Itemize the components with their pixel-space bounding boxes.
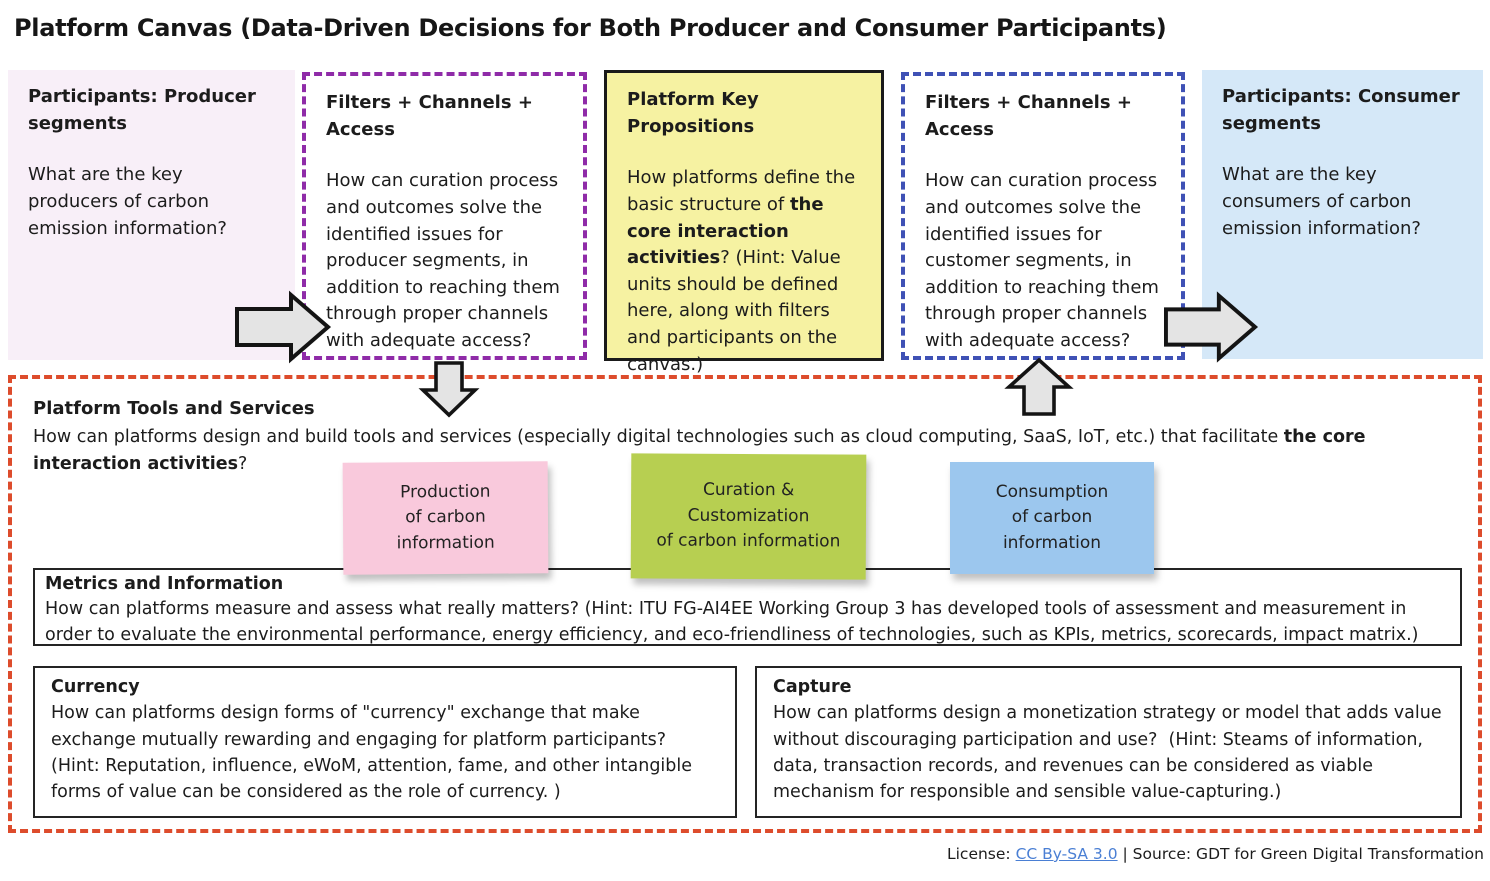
currency-box: Currency How can platforms design forms … [33,666,737,818]
tools-services-heading: Platform Tools and Services [33,398,315,419]
consumer-segments-box: Participants: Consumer segments What are… [1202,70,1483,359]
producer-segments-heading: Participants: Producer segments [28,86,256,134]
arrow-right-icon [235,290,332,364]
sticky-note-curation-customization: Curation & Customization of carbon infor… [630,453,867,580]
arrow-up-icon [1004,357,1074,416]
capture-box: Capture How can platforms design a monet… [755,666,1462,818]
capture-body: How can platforms design a monetization … [773,703,1448,802]
filters-right-body: How can curation process and outcomes so… [925,170,1165,351]
currency-body: How can platforms design forms of "curre… [51,703,698,802]
license-label: License: [946,845,1016,863]
propositions-body: How platforms define the basic structure… [627,167,861,375]
metrics-heading: Metrics and Information [45,574,284,594]
filters-left-body: How can curation process and outcomes so… [326,170,566,351]
producer-segments-box: Participants: Producer segments What are… [8,70,295,360]
platform-tools-services-container [8,375,1482,833]
propositions-heading: Platform Key Propositions [627,89,759,137]
metrics-body: How can platforms measure and assess wha… [45,599,1419,645]
platform-key-propositions-box: Platform Key Propositions How platforms … [604,70,884,375]
arrow-down-icon [418,361,480,418]
consumer-segments-body: What are the key consumers of carbon emi… [1222,164,1421,239]
tools-services-body: How can platforms design and build tools… [33,427,1372,474]
footer-separator: | [1117,845,1133,863]
source-text: Source: GDT for Green Digital Transforma… [1132,845,1484,863]
consumer-segments-heading: Participants: Consumer segments [1222,86,1460,134]
arrow-right-icon [1164,291,1259,363]
page-title: Platform Canvas (Data-Driven Decisions f… [14,14,1167,42]
filters-right-heading: Filters + Channels + Access [925,92,1132,140]
filters-channels-access-left-box: Filters + Channels + Access How can cura… [302,72,587,360]
footer-attribution: License: CC By-SA 3.0 | Source: GDT for … [947,845,1484,863]
capture-heading: Capture [773,677,852,697]
sticky-note-production: Production of carbon information [342,461,549,575]
producer-segments-body: What are the key producers of carbon emi… [28,164,227,239]
filters-left-heading: Filters + Channels + Access [326,92,533,140]
currency-heading: Currency [51,677,140,697]
sticky-note-consumption: Consumption of carbon information [950,462,1154,574]
license-link[interactable]: CC By-SA 3.0 [1015,845,1118,863]
filters-channels-access-right-box: Filters + Channels + Access How can cura… [901,72,1185,360]
metrics-information-box: Metrics and Information How can platform… [33,568,1462,646]
